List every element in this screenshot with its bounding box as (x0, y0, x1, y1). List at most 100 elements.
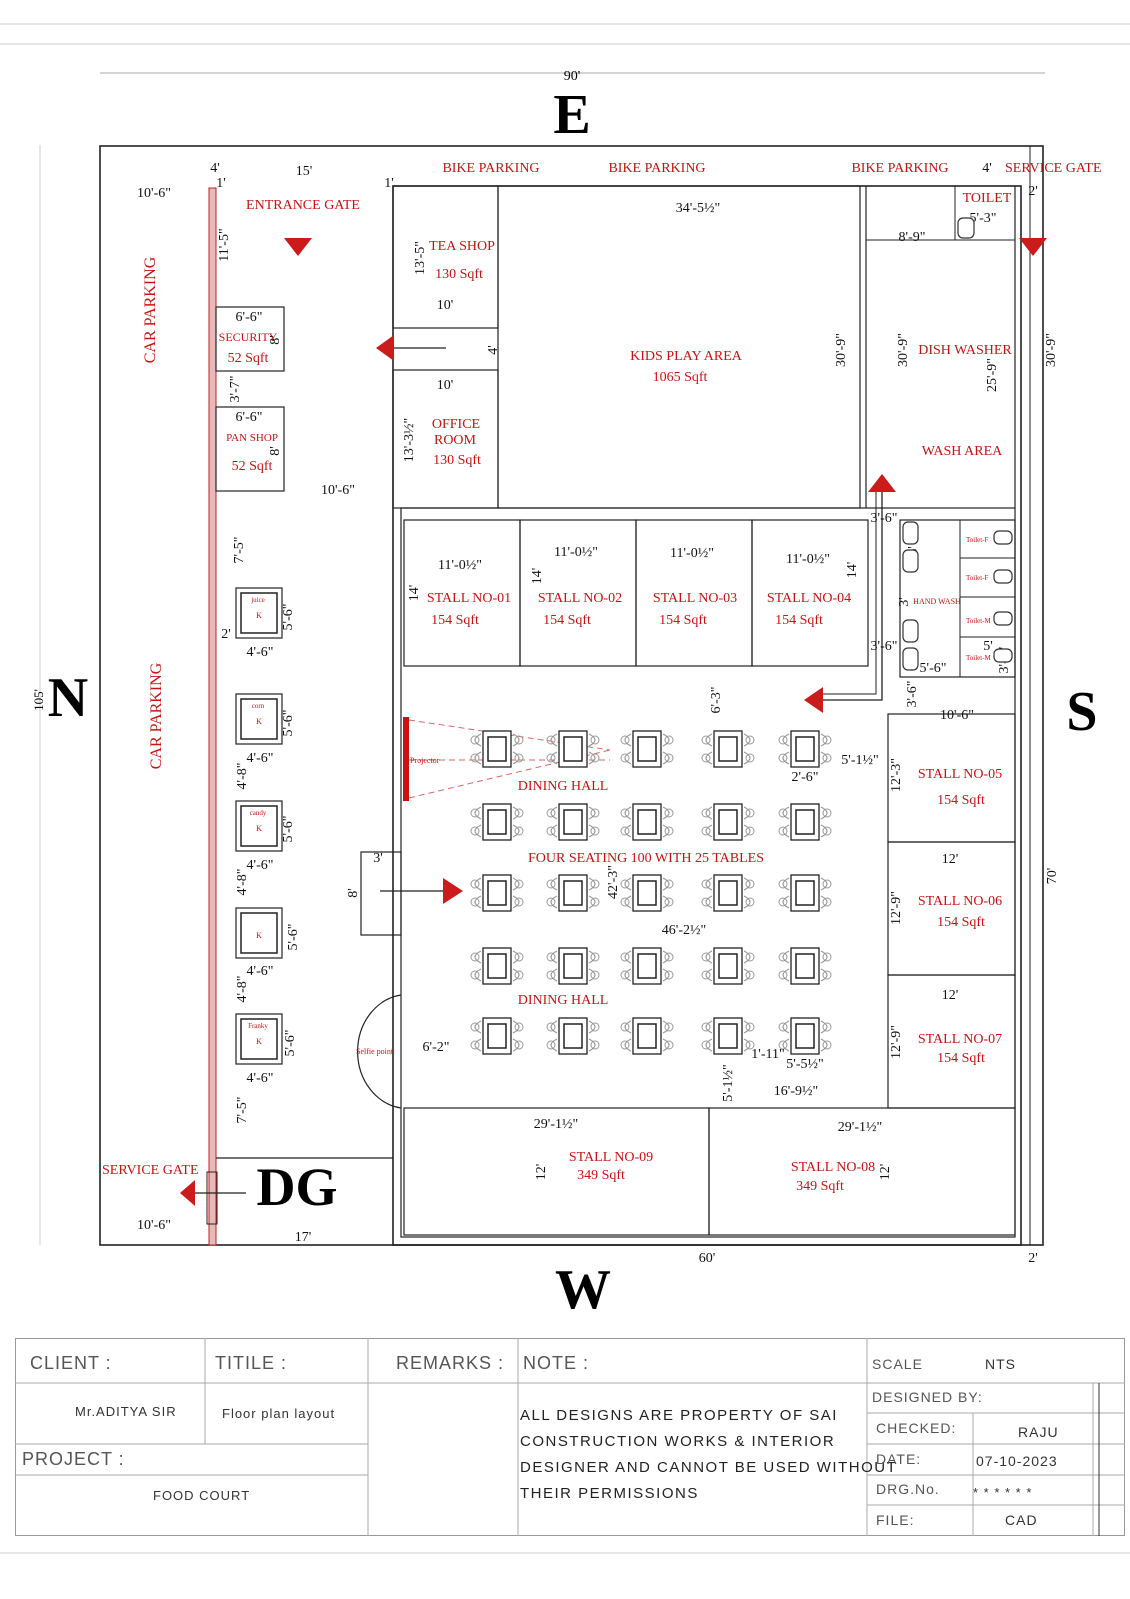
toilet-f-label: Toilet-F (966, 536, 989, 544)
dining-table (546, 874, 600, 912)
dim-label: 5'-5½" (786, 1057, 823, 1072)
dim-label: 11'-5" (217, 228, 232, 261)
dim-label: 12'-9" (889, 891, 904, 925)
dining-table (470, 874, 524, 912)
dim-label: 5'-6" (281, 816, 296, 843)
kiosk-mark: K (256, 611, 262, 620)
wc-icon (993, 611, 1013, 626)
note-line: THEIR PERMISSIONS (520, 1485, 699, 1502)
file-label: FILE: (876, 1512, 915, 1528)
bike-parking-label: BIKE PARKING (442, 161, 539, 176)
dim-label: 4' (210, 161, 220, 176)
dim-label: 5'-6" (283, 1030, 298, 1057)
dim-label: 11'-0½" (554, 545, 598, 560)
dim-label: 14' (407, 585, 422, 602)
dining-hall-label: DINING HALL (518, 993, 609, 1008)
entrance-gate-label: ENTRANCE GATE (246, 198, 360, 213)
office-name2: ROOM (434, 433, 477, 448)
kids-play-name: KIDS PLAY AREA (630, 349, 743, 364)
dim-label: 5'-3" (970, 211, 997, 226)
basin-icon (902, 619, 919, 643)
kiosk-mark: K (256, 931, 262, 940)
dining-table (778, 803, 832, 841)
dim-label: 29'-1½" (534, 1117, 578, 1132)
projector-screen (403, 717, 409, 801)
remarks-label: REMARKS : (396, 1353, 505, 1373)
drg-label: DRG.No. (876, 1481, 940, 1497)
dim-label: 29'-1½" (838, 1120, 882, 1135)
dim-label: 30'-9" (834, 333, 849, 367)
designed-label: DESIGNED BY: (872, 1389, 983, 1405)
projector-label: Projector (410, 756, 440, 765)
dim-label: 4' (486, 345, 501, 355)
stall-07-area: 154 Sqft (937, 1051, 985, 1066)
dim-label: 6'-6" (236, 310, 263, 325)
note-text: ALL DESIGNS ARE PROPERTY OF SAI CONSTRUC… (520, 1403, 897, 1507)
overall-length-dim: 105' (31, 689, 46, 711)
dining-table (701, 947, 755, 985)
dining-table (778, 947, 832, 985)
dim-label: 4'-6" (247, 645, 274, 660)
stall-01-area: 154 Sqft (431, 613, 479, 628)
bike-parking-label: BIKE PARKING (608, 161, 705, 176)
kiosk (235, 1013, 283, 1065)
title-block: CLIENT : Mr.ADITYA SIR TITILE : Floor pl… (15, 1338, 1125, 1536)
dim-label: 3'-6" (905, 681, 920, 708)
dim-label: 4'-6" (247, 964, 274, 979)
dim-label: 1' (384, 176, 394, 191)
file-value: CAD (1005, 1512, 1038, 1528)
dim-label: 2' (1028, 184, 1038, 199)
dining-table (701, 1017, 755, 1055)
service-gate-label: SERVICE GATE (1005, 161, 1102, 176)
stall-01-name: STALL NO-01 (427, 591, 511, 606)
dim-label: 4'-8" (235, 976, 250, 1003)
compass-south: S (1066, 681, 1097, 743)
dim-label: 5'-1½" (841, 753, 878, 768)
dim-label: 4'-6" (247, 1071, 274, 1086)
dim-label: 6'-6" (236, 410, 263, 425)
kiosk-name: juice (250, 596, 265, 604)
wc-icon (993, 530, 1013, 545)
dim-label: 14' (845, 562, 860, 579)
toilet-m-label: Toilet-M (966, 654, 992, 662)
dining-table (778, 874, 832, 912)
bike-parking-label: BIKE PARKING (851, 161, 948, 176)
dining-table (701, 874, 755, 912)
security-area: 52 Sqft (228, 351, 269, 366)
dim-label: 70' (1045, 868, 1060, 885)
basin-icon (902, 549, 919, 573)
dining-table (778, 730, 832, 768)
compass-north: N (48, 667, 88, 729)
dim-label: 1'-11" (751, 1047, 784, 1062)
dim-label: 3' (897, 597, 912, 607)
car-parking-label: CAR PARKING (148, 662, 165, 769)
dining-table (546, 730, 600, 768)
toilet-label: TOILET (963, 191, 1012, 206)
dim-label: 3'-6" (871, 511, 898, 526)
dim-label: 46'-2½" (662, 923, 706, 938)
stall-02-area: 154 Sqft (543, 613, 591, 628)
stall-06-area: 154 Sqft (937, 915, 985, 930)
tea-shop-name: TEA SHOP (429, 239, 495, 254)
dining-table (470, 1017, 524, 1055)
dim-label: 11'-0½" (786, 552, 830, 567)
dim-label: 10'-6" (137, 186, 171, 201)
dim-label: 5'-6" (281, 710, 296, 737)
date-value: 07-10-2023 (976, 1453, 1058, 1469)
dining-table (620, 730, 674, 768)
note-label: NOTE : (523, 1353, 590, 1373)
dim-label: 1' (216, 176, 226, 191)
kiosk (235, 800, 283, 852)
kiosk-name: candy (250, 809, 267, 817)
dining-table (701, 803, 755, 841)
dining-table (620, 803, 674, 841)
dim-label: 4'-6" (247, 751, 274, 766)
pan-shop-name: PAN SHOP (226, 432, 278, 444)
dim-label: 4'-8" (235, 763, 250, 790)
drg-value: * * * * * * (973, 1485, 1033, 1500)
kiosk-mark: K (256, 824, 262, 833)
dim-label: 4'-6" (247, 858, 274, 873)
overall-width-dim: 90' (564, 69, 581, 84)
dim-label: 4'-8" (235, 869, 250, 896)
dim-label: 3'-6" (871, 639, 898, 654)
